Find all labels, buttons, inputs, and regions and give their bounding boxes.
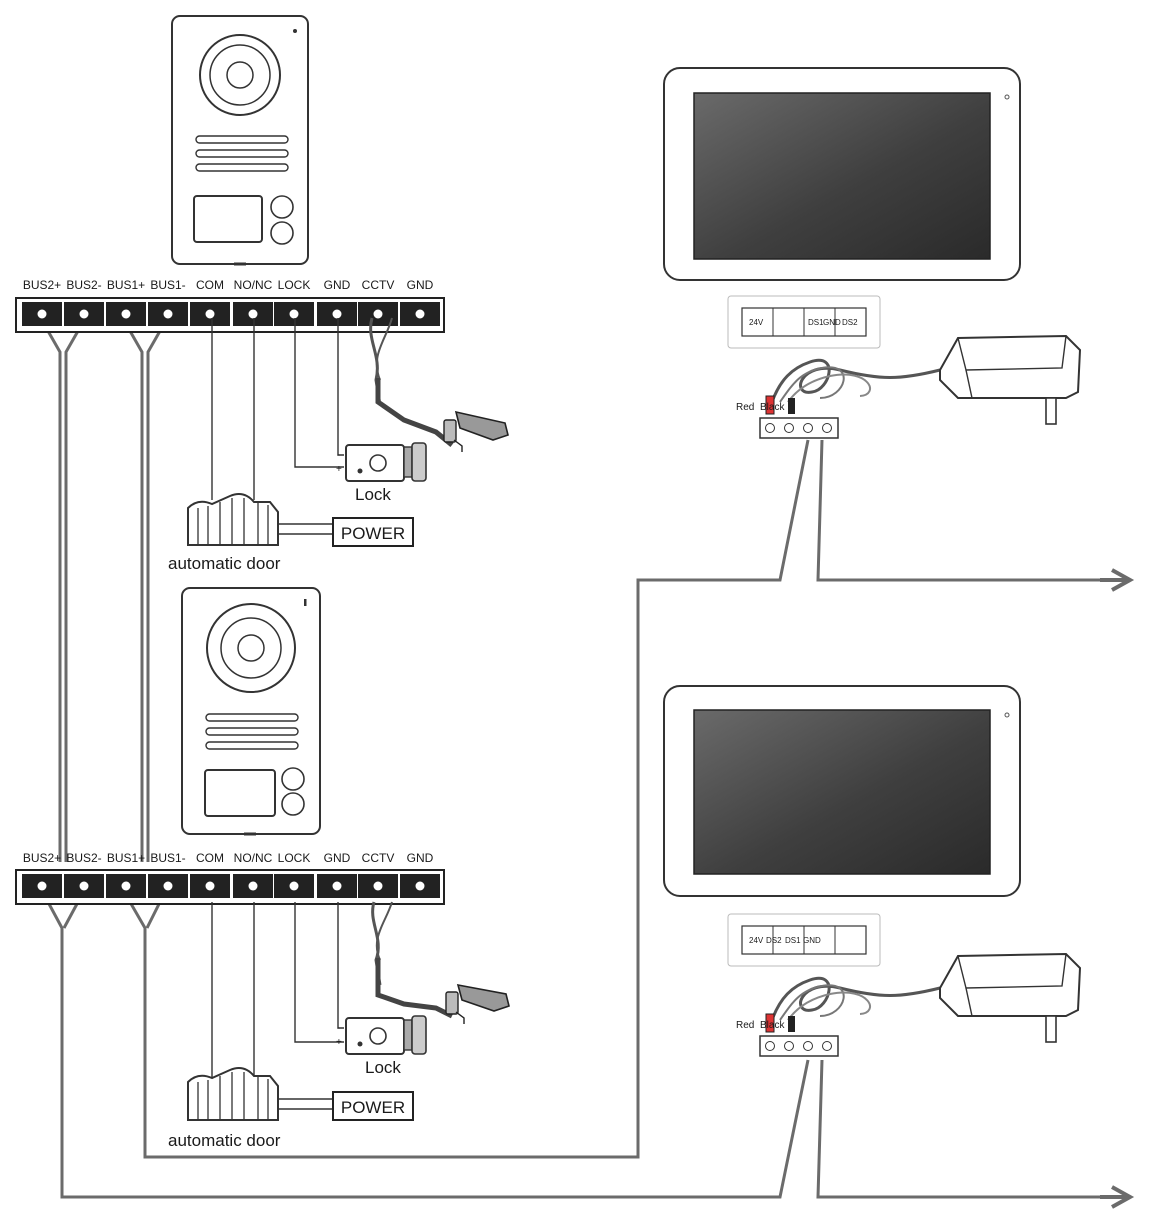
door-1-wiring [211, 317, 454, 500]
terminal-screw [288, 880, 300, 892]
terminal-screw [414, 880, 426, 892]
automatic-door-label: automatic door [168, 1131, 281, 1150]
monitor-terminal-label: 24V [749, 318, 764, 327]
door-station-2 [181, 587, 321, 836]
monitor-terminal-label: 24V [749, 936, 764, 945]
terminal-screw [288, 308, 300, 320]
monitor-2-terminal-panel: 24V DS2 DS1 GND [727, 913, 881, 967]
terminal-screw [247, 308, 259, 320]
automatic-door-icon [187, 493, 334, 546]
indoor-monitor-2 [663, 685, 1021, 897]
electric-lock-icon: - + [336, 1015, 427, 1055]
monitor-terminal-label: DS2 [842, 318, 858, 327]
door-station-1 [171, 15, 309, 266]
terminal-screw [162, 880, 174, 892]
terminal-screw [414, 308, 426, 320]
terminal-label: GND [407, 851, 434, 865]
black-wire-label: Black [760, 1020, 785, 1031]
terminal-screw [78, 880, 90, 892]
terminal-label: BUS1+ [107, 851, 145, 865]
terminal-label: GND [324, 278, 351, 292]
arrow-right-icon [1100, 568, 1135, 592]
terminal-screw [204, 880, 216, 892]
monitor-terminal-label: DS1 [808, 318, 824, 327]
monitor-1-terminal-panel: 24V DS1 GND DS2 [727, 295, 881, 349]
terminal-strip-1: BUS2+ BUS2- BUS1+ BUS1- COM NO/NC LOCK GND CCTV G… [15, 278, 445, 333]
terminal-label: CCTV [362, 278, 395, 292]
cctv-camera-icon [443, 410, 509, 452]
terminal-screw [331, 880, 343, 892]
terminal-label: BUS2+ [23, 851, 61, 865]
monitor-terminal-label: GND [803, 936, 821, 945]
terminal-label: GND [407, 278, 434, 292]
terminal-label: LOCK [278, 278, 311, 292]
bus-cables [46, 330, 1112, 1199]
terminal-screw [120, 308, 132, 320]
lock-label: Lock [365, 1058, 401, 1077]
cctv-camera-icon [445, 983, 510, 1024]
terminal-screw [331, 308, 343, 320]
power-box: POWER [332, 517, 414, 547]
terminal-label: NO/NC [234, 851, 273, 865]
terminal-screw [120, 880, 132, 892]
terminal-label: COM [196, 851, 224, 865]
power-box: POWER [332, 1091, 414, 1121]
terminal-strip-2: BUS2+ BUS2- BUS1+ BUS1- COM NO/NC LOCK GND CCTV G… [15, 851, 445, 905]
terminal-screw [247, 880, 259, 892]
monitor-terminal-label: DS1 [785, 936, 801, 945]
terminal-screw [372, 308, 384, 320]
terminal-label: CCTV [362, 851, 395, 865]
terminal-label: BUS2- [66, 851, 101, 865]
monitor-terminal-label: GND [823, 318, 841, 327]
terminal-screw [162, 308, 174, 320]
electric-lock-icon: - + [336, 442, 427, 482]
arrow-right-icon [1100, 1185, 1135, 1209]
terminal-label: GND [324, 851, 351, 865]
terminal-label: COM [196, 278, 224, 292]
power-adapter-icon [939, 334, 1082, 425]
lock-label: Lock [355, 485, 391, 504]
monitor-1-connector: Red Black [736, 358, 941, 439]
monitor-2-connector: Red Black [736, 976, 941, 1057]
door-2-wiring [211, 901, 454, 1080]
monitor-terminal-label: DS2 [766, 936, 782, 945]
terminal-label: NO/NC [234, 278, 273, 292]
terminal-screw [78, 308, 90, 320]
power-label: POWER [341, 524, 405, 543]
terminal-screw [36, 308, 48, 320]
automatic-door-label: automatic door [168, 554, 281, 573]
terminal-label: BUS1- [150, 851, 185, 865]
svg-text:+: + [336, 1037, 342, 1048]
terminal-label: BUS2- [66, 278, 101, 292]
red-wire-label: Red [736, 402, 754, 413]
black-wire-label: Black [760, 402, 785, 413]
power-label: POWER [341, 1098, 405, 1117]
red-wire-label: Red [736, 1020, 754, 1031]
terminal-label: BUS1+ [107, 278, 145, 292]
svg-text:+: + [336, 464, 342, 475]
terminal-label: BUS2+ [23, 278, 61, 292]
terminal-screw [372, 880, 384, 892]
terminal-label: BUS1- [150, 278, 185, 292]
svg-text:-: - [337, 1023, 340, 1034]
terminal-screw [36, 880, 48, 892]
indoor-monitor-1 [663, 67, 1021, 281]
terminal-label: LOCK [278, 851, 311, 865]
terminal-screw [204, 308, 216, 320]
svg-text:-: - [337, 450, 340, 461]
power-adapter-icon [939, 952, 1082, 1043]
automatic-door-icon [187, 1067, 334, 1121]
